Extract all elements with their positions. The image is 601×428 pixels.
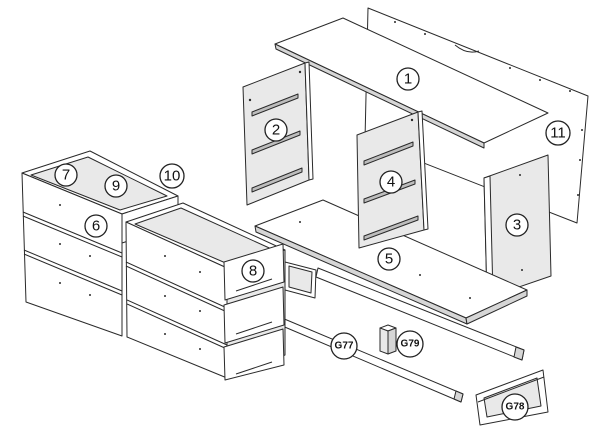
- rail-g77: [279, 317, 464, 403]
- foot-g79: [379, 324, 397, 355]
- part-label-6-text: 6: [92, 218, 100, 235]
- part-label-10-text: 10: [164, 168, 181, 185]
- part-label-1: 1: [396, 67, 420, 91]
- part-label-7-text: 7: [62, 167, 70, 184]
- part-label-9-text: 9: [112, 178, 120, 195]
- part-label-g77-text: G77: [335, 341, 354, 352]
- part-label-7: 7: [54, 163, 78, 187]
- part-label-6: 6: [84, 214, 108, 238]
- part-label-10: 10: [159, 163, 185, 189]
- part-label-3-text: 3: [513, 217, 521, 234]
- part-label-4-text: 4: [387, 174, 395, 191]
- part-label-1-text: 1: [404, 71, 412, 88]
- part-label-8: 8: [241, 259, 265, 283]
- part-label-11: 11: [545, 120, 571, 146]
- part-label-11-text: 11: [550, 125, 566, 142]
- part-label-5: 5: [377, 247, 401, 271]
- part-label-g77: G77: [330, 332, 358, 360]
- part-label-g78-text: G78: [506, 402, 525, 413]
- part-label-g79: G79: [396, 330, 424, 358]
- part-label-8-text: 8: [249, 263, 257, 280]
- part-label-2-text: 2: [272, 122, 280, 139]
- right-drawer-stack: [125, 202, 317, 381]
- part-label-5-text: 5: [385, 251, 393, 268]
- part-label-4: 4: [379, 170, 403, 194]
- long-rail: [315, 267, 525, 361]
- part-label-3: 3: [505, 213, 529, 237]
- part-label-9: 9: [104, 174, 128, 198]
- part-label-g79-text: G79: [401, 339, 420, 350]
- part-label-2: 2: [264, 118, 288, 142]
- part-label-g78: G78: [501, 393, 529, 421]
